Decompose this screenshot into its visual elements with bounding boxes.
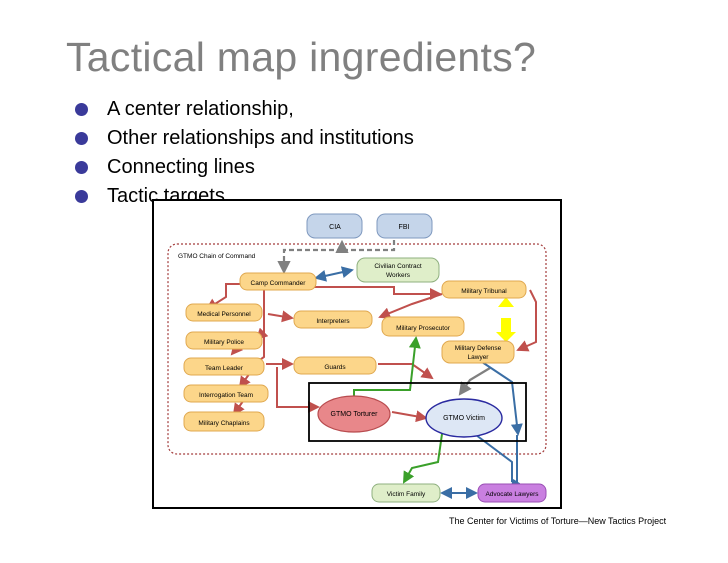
guards-node: Guards [293,356,377,375]
red-connector-lines [205,283,537,423]
military-defense-lawyer-node: Military Defense Lawyer [441,340,515,364]
interpreters-label: Interpreters [316,318,350,325]
victim-family-label: Victim Family [387,491,426,498]
military-police-node: Military Police [185,331,263,350]
source-credit: The Center for Victims of Torture—New Ta… [449,516,667,526]
red-line [391,410,428,423]
bullet-dot-icon [75,190,88,203]
bullet-text: A center relationship, [107,98,294,120]
military-tribunal-node: Military Tribunal [441,280,527,299]
interpreters-node: Interpreters [293,310,373,329]
center-relationship-box [308,382,527,442]
military-chaplains-label: Military Chaplains [198,420,250,427]
blue-line [314,266,354,282]
group-label: GTMO Chain of Command [178,253,256,260]
civilian-contract-workers-label: Workers [386,272,411,279]
red-line [267,310,294,323]
guards-label: Guards [324,364,346,371]
red-line [516,289,537,352]
gtmo-victim-node: GTMO Victim [425,398,503,438]
red-line [205,283,240,311]
red-line [378,363,434,380]
gtmo-victim-label: GTMO Victim [443,415,485,422]
chain-of-command-group [167,243,547,455]
yellow-up-arrow [498,297,514,307]
bullet-dot-icon [75,161,88,174]
bullet-list: A center relationship, Other relationshi… [74,96,414,212]
bullet-item: Connecting lines [74,154,414,183]
gray-lines [458,367,491,396]
advocate-lawyers-node: Advocate Lawyers [477,483,547,503]
yellow-arrows [496,297,516,342]
red-line [314,286,442,300]
military-tribunal-label: Military Tribunal [461,288,507,295]
military-prosecutor-label: Military Prosecutor [396,325,451,332]
medical-personnel-node: Medical Personnel [185,303,263,322]
camp-commander-label: Camp Commander [251,280,307,287]
interrogation-team-label: Interrogation Team [199,392,253,399]
fbi-label: FBI [399,224,410,231]
blue-line [471,431,513,482]
yellow-down-arrow [496,318,516,342]
bullet-text: Connecting lines [107,156,255,178]
tactical-map-diagram: GTMO Chain of Command [152,199,562,509]
gray-dashed-line [335,239,396,253]
victim-family-node: Victim Family [371,483,441,503]
red-line [378,293,443,319]
green-line [403,433,443,484]
military-defense-lawyer-label: Military Defense [455,345,502,352]
blue-line [481,361,523,436]
gray-dashed-lines [277,239,396,275]
red-line [276,367,320,413]
gray-dashed-line [277,248,342,275]
civilian-contract-workers-node: Civilian Contract Workers [356,257,440,283]
interrogation-team-node: Interrogation Team [183,384,269,403]
team-leader-node: Team Leader [183,357,265,376]
military-police-label: Military Police [204,339,244,346]
gray-line [458,367,491,396]
tactical-map-svg: GTMO Chain of Command [167,213,547,503]
military-chaplains-node: Military Chaplains [183,411,265,432]
blue-connector-lines [314,266,523,499]
bullet-item: A center relationship, [74,96,414,125]
civilian-contract-workers-label: Civilian Contract [374,263,422,270]
slide-title: Tactical map ingredients? [66,34,537,80]
camp-commander-node: Camp Commander [239,272,317,291]
cia-label: CIA [329,224,341,231]
team-leader-label: Team Leader [205,365,244,372]
gtmo-torturer-node: GTMO Torturer [317,395,391,433]
medical-personnel-label: Medical Personnel [197,311,251,318]
bullet-dot-icon [75,103,88,116]
military-prosecutor-node: Military Prosecutor [381,316,465,337]
gtmo-torturer-label: GTMO Torturer [331,411,379,418]
fbi-node: FBI [376,213,433,239]
bullet-dot-icon [75,132,88,145]
military-defense-lawyer-label: Lawyer [468,354,490,361]
cia-node: CIA [306,213,363,239]
bullet-text: Other relationships and institutions [107,127,414,149]
advocate-lawyers-label: Advocate Lawyers [485,491,539,498]
bullet-item: Other relationships and institutions [74,125,414,154]
